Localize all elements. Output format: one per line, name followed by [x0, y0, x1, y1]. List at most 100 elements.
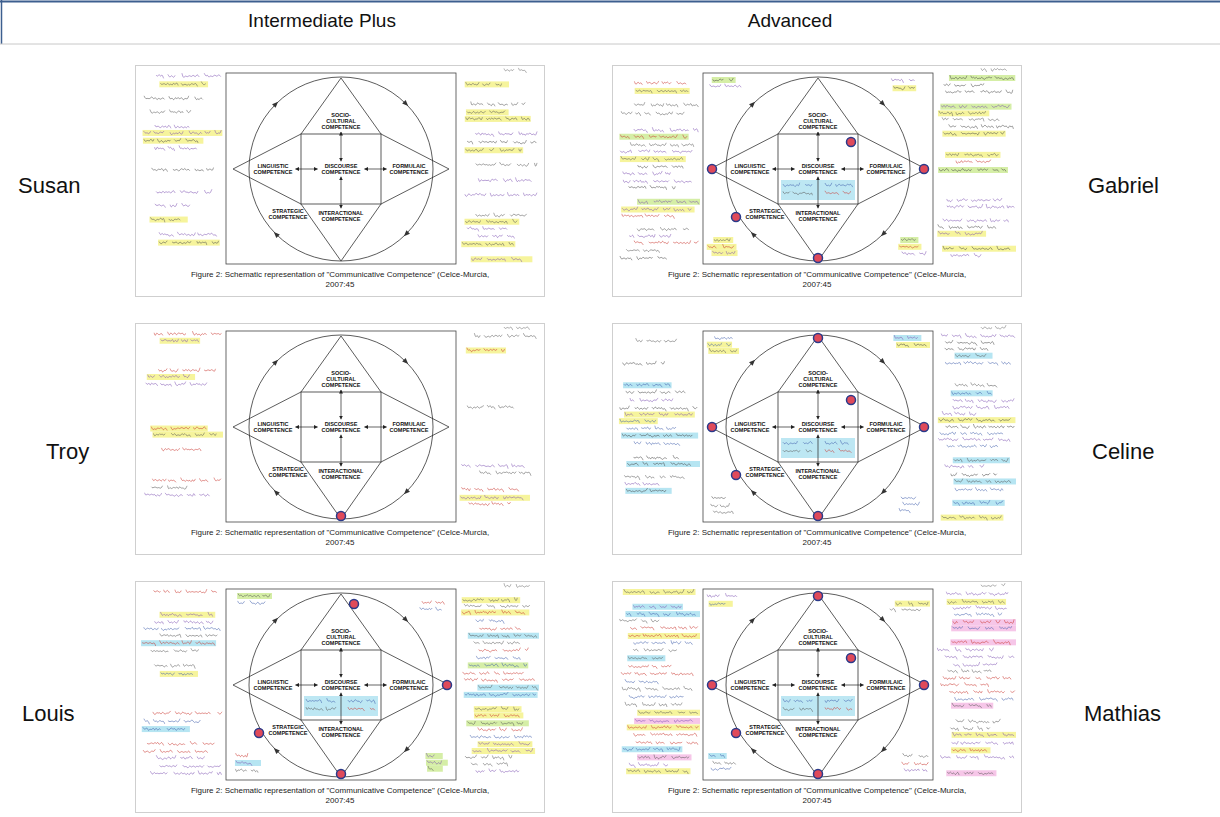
handwritten-note — [467, 348, 480, 352]
handwritten-note — [656, 112, 673, 115]
handwritten-note — [201, 82, 206, 85]
handwritten-note — [633, 649, 638, 651]
handwritten-note — [948, 601, 957, 603]
handwritten-note — [670, 476, 684, 479]
competence-label: LINGUISTIC COMPETENCE — [252, 421, 294, 434]
handwritten-note — [653, 748, 663, 752]
handwritten-note — [168, 146, 175, 151]
competence-label: SOCIO-CULTURAL COMPETENCE — [319, 370, 363, 389]
handwritten-note — [487, 103, 495, 107]
handwritten-note — [624, 384, 632, 386]
handwritten-note — [690, 712, 698, 714]
handwritten-note — [476, 656, 490, 659]
handwritten-note — [953, 501, 959, 505]
handwritten-note — [466, 82, 479, 85]
handwritten-note — [511, 257, 521, 262]
handwritten-note — [805, 184, 812, 186]
handwritten-note — [645, 475, 654, 478]
handwritten-note — [959, 676, 970, 679]
competence-label: FORMULAIC COMPETENCE — [388, 421, 430, 434]
handwritten-note — [178, 673, 193, 675]
handwritten-note — [659, 135, 677, 138]
cycle-arrowhead — [404, 230, 410, 236]
handwritten-note — [649, 241, 669, 244]
handwritten-note — [952, 741, 959, 744]
highlighter-mark — [426, 760, 448, 766]
double-arrow — [341, 177, 342, 208]
handwritten-note — [628, 665, 648, 668]
highlighter-mark — [628, 633, 700, 639]
handwritten-note — [620, 419, 639, 423]
handwritten-note — [980, 90, 1001, 93]
handwritten-note — [515, 627, 521, 630]
handwritten-note — [514, 707, 519, 711]
handwritten-note — [993, 169, 999, 171]
handwritten-note — [663, 589, 684, 593]
handwritten-note — [672, 756, 689, 758]
handwritten-note — [1003, 742, 1013, 745]
handwritten-note — [158, 369, 167, 373]
handwritten-note — [894, 86, 906, 89]
handwritten-note — [515, 177, 531, 181]
handwritten-note — [662, 81, 671, 83]
handwritten-note — [665, 158, 683, 160]
competence-label: STRATEGIC COMPETENCE — [267, 466, 309, 479]
handwritten-note — [995, 325, 1006, 329]
marker-dot — [847, 138, 856, 147]
handwritten-note — [966, 592, 986, 596]
handwritten-note — [971, 83, 984, 87]
handwritten-note — [651, 103, 664, 106]
highlighter-mark — [637, 710, 700, 716]
handwritten-note — [726, 343, 730, 346]
handwritten-note — [170, 203, 177, 207]
handwritten-note — [678, 626, 686, 629]
handwritten-note — [626, 428, 638, 430]
handwritten-note — [653, 180, 668, 182]
diagram-frame — [703, 331, 933, 522]
cycle-circle — [726, 77, 910, 261]
handwritten-note — [725, 762, 736, 765]
handwritten-note — [954, 613, 971, 616]
learner-name-slot: Mathias — [1084, 701, 1161, 727]
handwritten-note — [944, 84, 950, 86]
handwritten-note — [964, 734, 971, 735]
double-arrow — [341, 435, 342, 466]
handwritten-note — [656, 742, 665, 744]
handwritten-note — [653, 165, 668, 168]
handwritten-note — [481, 755, 488, 758]
handwritten-note — [649, 695, 667, 698]
annotated-figure — [143, 68, 538, 264]
competence-label: INTERACTIONAL COMPETENCE — [314, 210, 368, 223]
handwritten-note — [183, 374, 189, 377]
handwritten-note — [170, 664, 179, 667]
handwritten-note — [522, 605, 529, 607]
handwritten-note — [953, 732, 962, 736]
competence-label: LINGUISTIC COMPETENCE — [729, 163, 771, 176]
handwritten-note — [919, 251, 926, 255]
handwritten-note — [161, 339, 179, 342]
handwritten-note — [481, 679, 497, 683]
cycle-arrowhead — [751, 748, 757, 754]
handwritten-note — [464, 678, 477, 681]
handwritten-note — [143, 727, 161, 730]
handwritten-note — [523, 193, 537, 196]
handwritten-note — [634, 81, 642, 84]
handwritten-note — [968, 111, 985, 114]
handwritten-note — [498, 102, 508, 105]
handwritten-note — [659, 412, 668, 415]
handwritten-note — [236, 769, 247, 772]
handwritten-note — [623, 362, 643, 365]
highlighter-mark — [707, 244, 737, 250]
handwritten-note — [647, 340, 661, 342]
handwritten-note — [519, 472, 531, 476]
handwritten-note — [998, 438, 1010, 441]
handwritten-note — [991, 68, 1007, 71]
handwritten-note — [500, 162, 511, 166]
handwritten-note — [495, 657, 508, 659]
handwritten-note — [971, 199, 990, 201]
handwritten-note — [461, 464, 470, 467]
handwritten-note — [200, 478, 209, 482]
handwritten-note — [941, 105, 955, 108]
handwritten-note — [485, 495, 499, 499]
competence-area: SOCIO-CULTURAL COMPETENCE — [796, 112, 840, 131]
